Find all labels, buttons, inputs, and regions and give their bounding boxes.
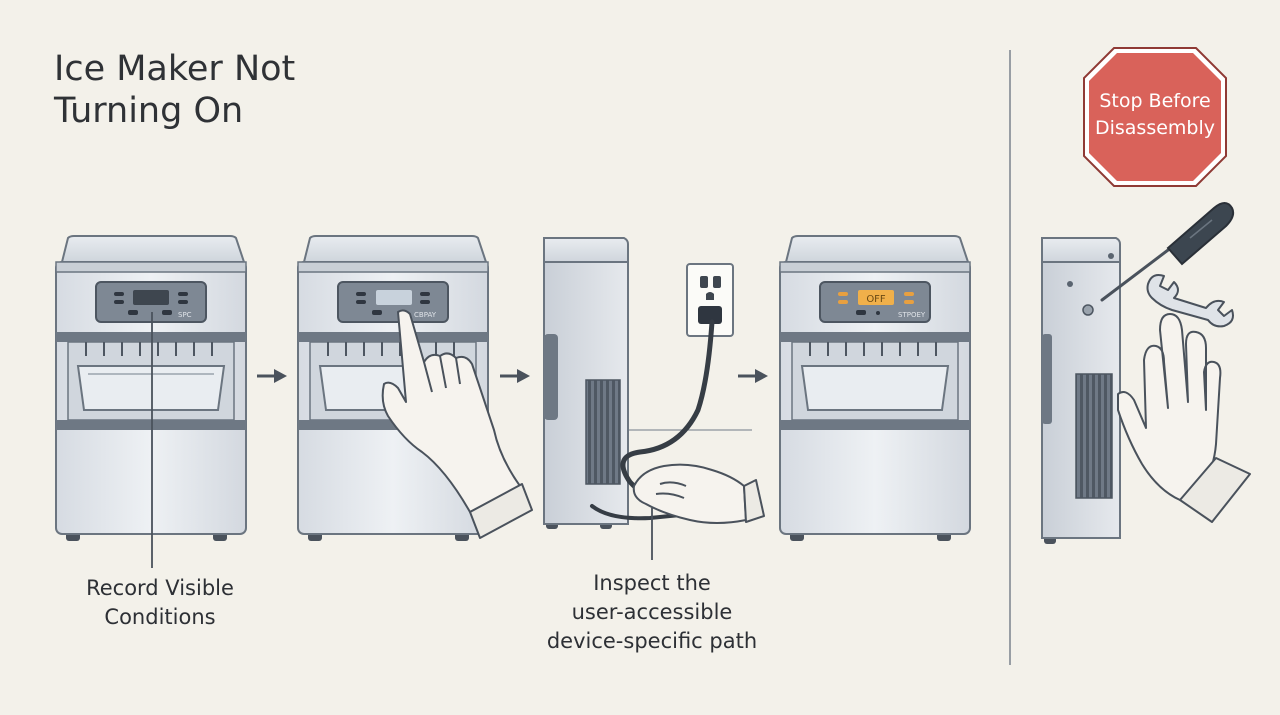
step-2-line-2: user-accessible: [571, 600, 733, 624]
unit4-panel-text: STPOEY: [898, 311, 926, 319]
off-display-text: OFF: [866, 294, 886, 305]
ice-maker-unit-off: OFF STPOEY: [779, 235, 971, 541]
wrench-icon: [1146, 274, 1234, 328]
unit2-panel-text: CBPAY: [414, 311, 437, 319]
unit1-panel-text: SPC: [178, 311, 192, 319]
ice-maker-side-closeup: [1041, 237, 1121, 544]
raised-hand: [1117, 313, 1251, 523]
screwdriver-icon: [1100, 202, 1235, 302]
arrow-3: [738, 369, 768, 383]
stop-sign-line-2: Disassembly: [1094, 117, 1216, 139]
ice-maker-unit-1: SPC: [55, 235, 247, 541]
step-2-line-3: device-specific path: [546, 629, 758, 653]
step-1-line-1: Record Visible: [86, 576, 234, 600]
arrow-1: [257, 369, 287, 383]
hand-holding-plug: [632, 463, 765, 524]
step-label-record-conditions: Record Visible Conditions: [62, 574, 258, 632]
hand-pressing-button: [381, 309, 533, 539]
stop-sign-text: Stop Before Disassembly: [1084, 88, 1226, 142]
stop-sign: [1083, 47, 1227, 187]
stop-sign-line-1: Stop Before: [1099, 90, 1211, 112]
step-1-line-2: Conditions: [104, 605, 216, 629]
ice-maker-side-view: [543, 237, 752, 529]
step-label-inspect-path: Inspect the user-accessible device-speci…: [520, 569, 784, 656]
step-2-line-1: Inspect the: [593, 571, 711, 595]
page-title: Ice Maker Not Turning On: [54, 49, 296, 131]
arrow-2: [500, 369, 530, 383]
